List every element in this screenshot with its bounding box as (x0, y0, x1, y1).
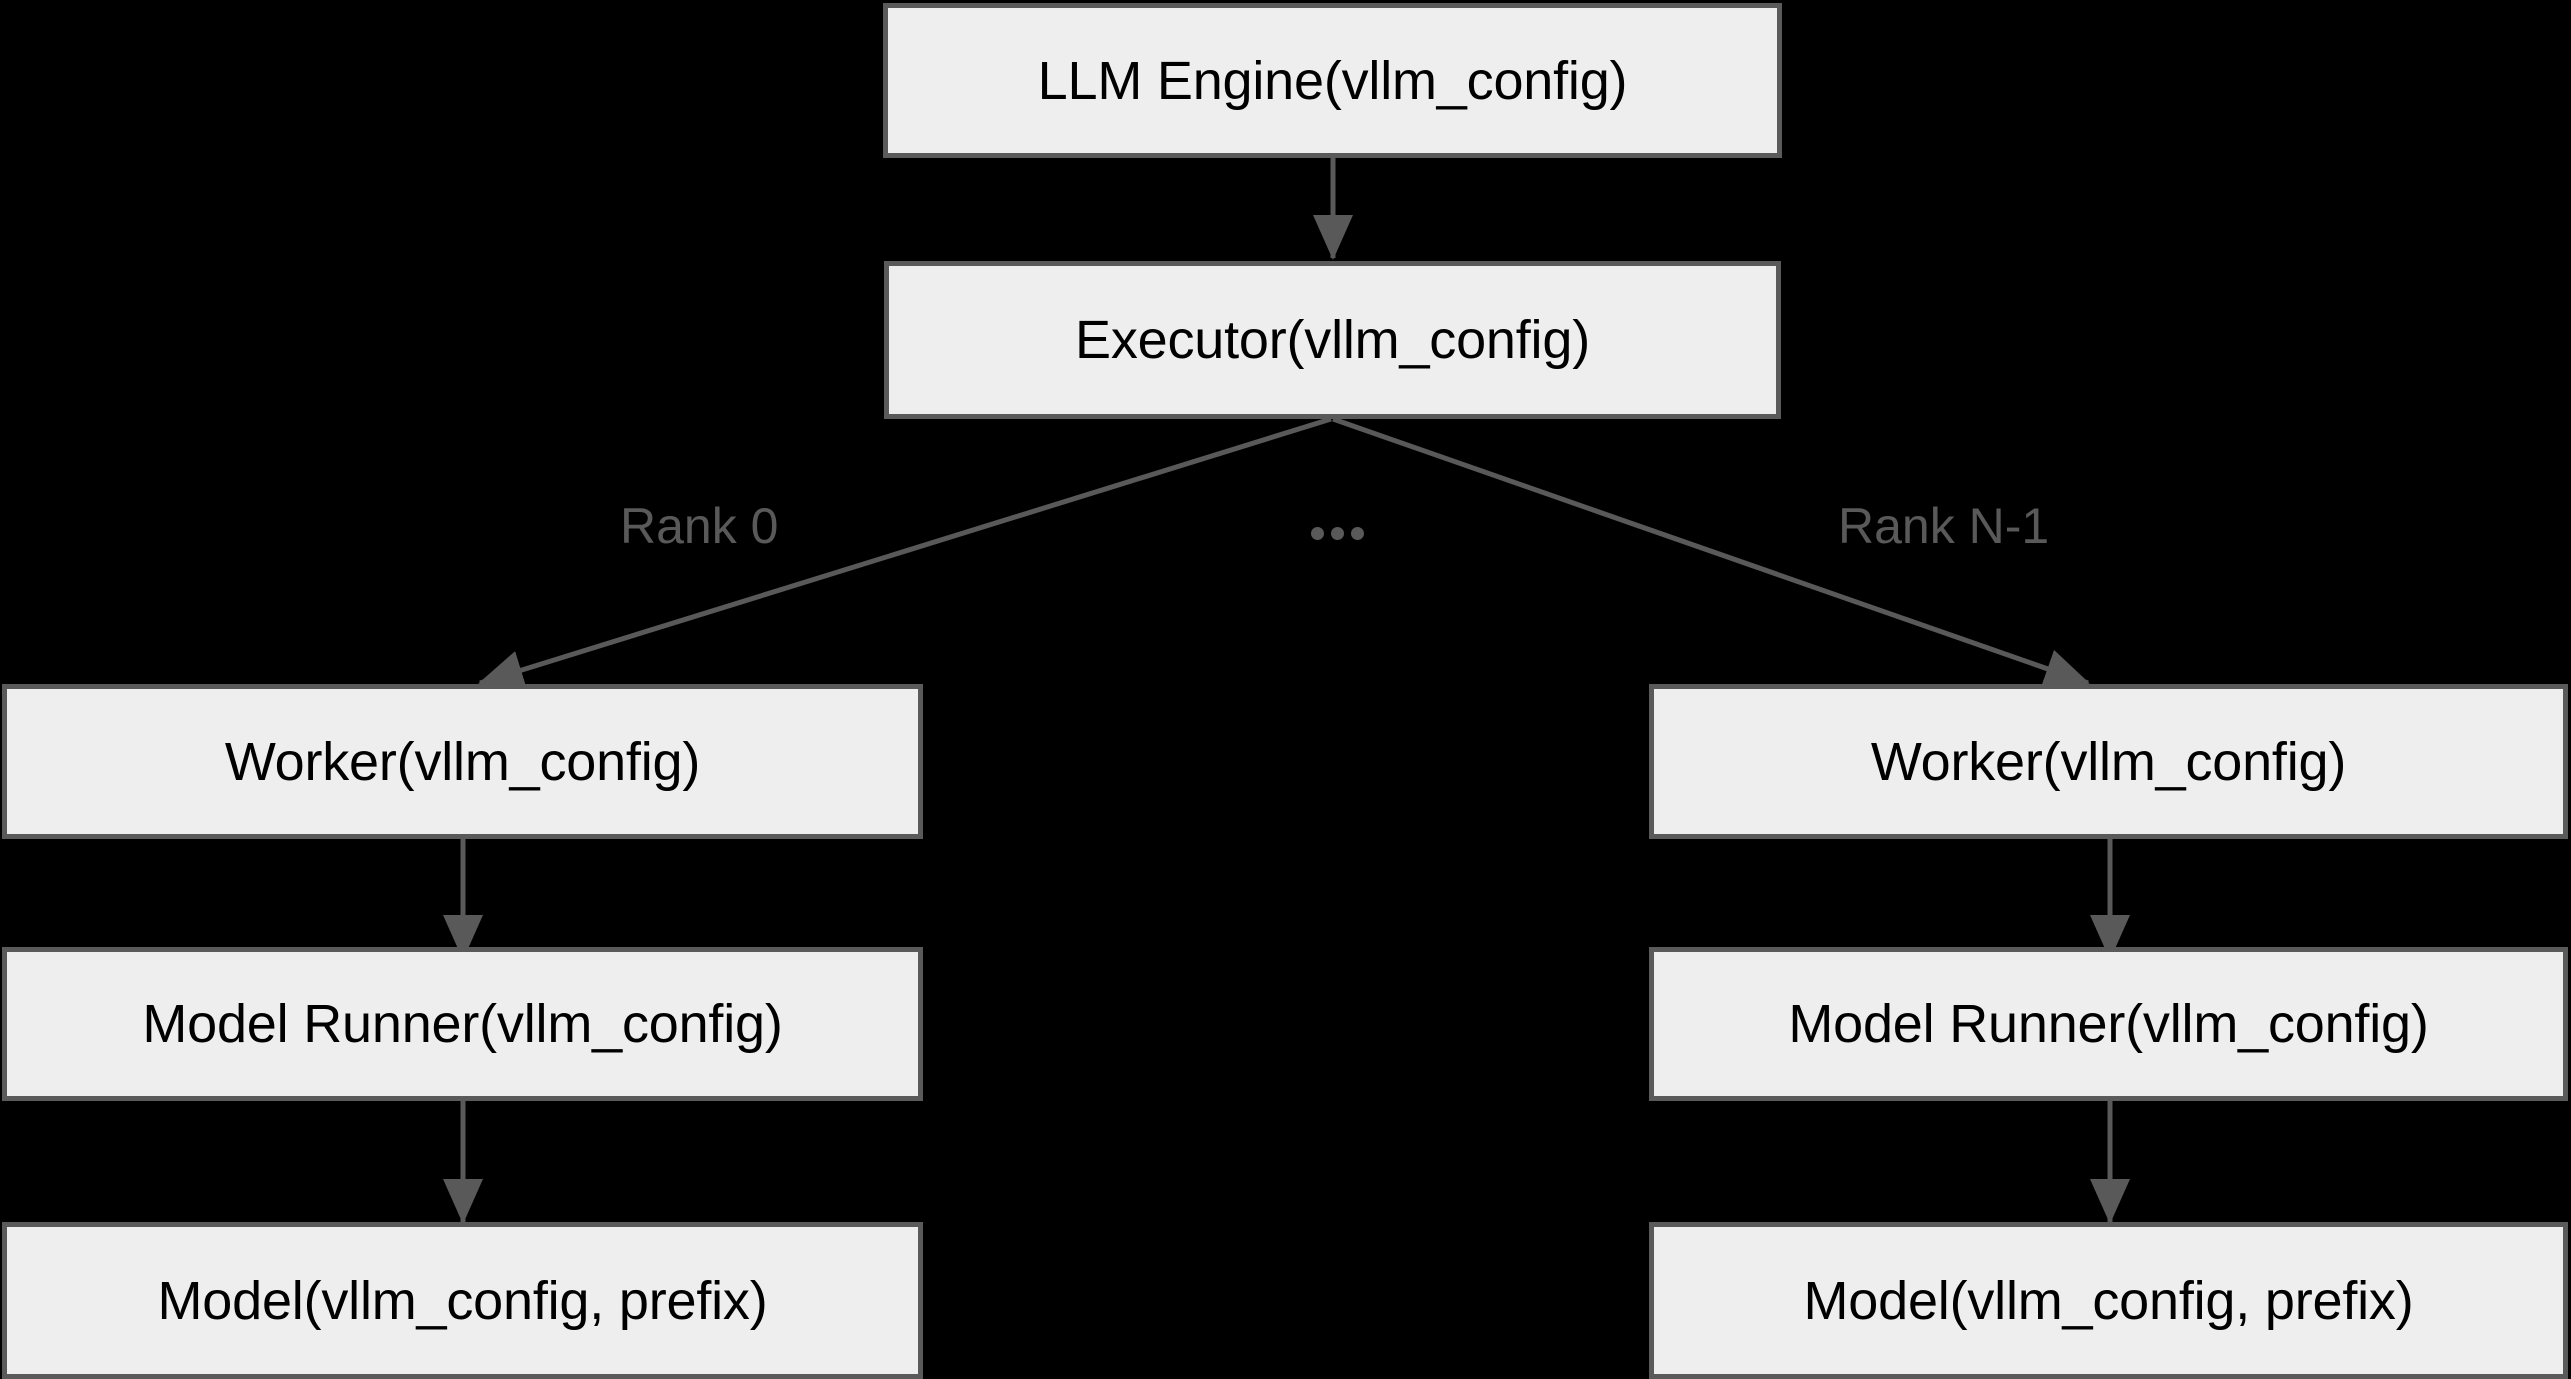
node-worker-rankn-label: Worker(vllm_config) (1870, 731, 2347, 792)
edge-label-rank-0-text: Rank 0 (620, 498, 779, 554)
node-worker-rankn[interactable]: Worker(vllm_config) (1649, 684, 2568, 839)
node-model-runner-rankn[interactable]: Model Runner(vllm_config) (1649, 947, 2568, 1101)
ellipsis-dot (1351, 527, 1364, 540)
node-model-runner-rankn-label: Model Runner(vllm_config) (1788, 994, 2429, 1054)
edge-label-rank-n-1-text: Rank N-1 (1838, 498, 2050, 554)
edge-label-rank-n-1: Rank N-1 (1838, 497, 2049, 555)
ellipsis-dot (1311, 527, 1324, 540)
node-executor[interactable]: Executor(vllm_config) (884, 261, 1781, 419)
edge-executor-to-worker-rank0 (478, 416, 1332, 690)
node-model-rankn-label: Model(vllm_config, prefix) (1803, 1270, 2414, 1331)
node-worker-rank0[interactable]: Worker(vllm_config) (2, 684, 923, 839)
edge-label-ellipsis (1311, 527, 1364, 540)
node-model-rank0-label: Model(vllm_config, prefix) (157, 1270, 768, 1331)
node-model-rank0[interactable]: Model(vllm_config, prefix) (2, 1222, 923, 1379)
edge-label-rank-0: Rank 0 (620, 497, 778, 555)
node-executor-label: Executor(vllm_config) (1075, 310, 1590, 370)
node-llm-engine[interactable]: LLM Engine(vllm_config) (883, 3, 1782, 158)
node-llm-engine-label: LLM Engine(vllm_config) (1037, 50, 1628, 111)
node-model-runner-rank0-label: Model Runner(vllm_config) (142, 994, 783, 1054)
node-model-rankn[interactable]: Model(vllm_config, prefix) (1649, 1222, 2568, 1379)
node-model-runner-rank0[interactable]: Model Runner(vllm_config) (2, 947, 923, 1101)
ellipsis-dot (1331, 527, 1344, 540)
node-worker-rank0-label: Worker(vllm_config) (224, 731, 701, 792)
